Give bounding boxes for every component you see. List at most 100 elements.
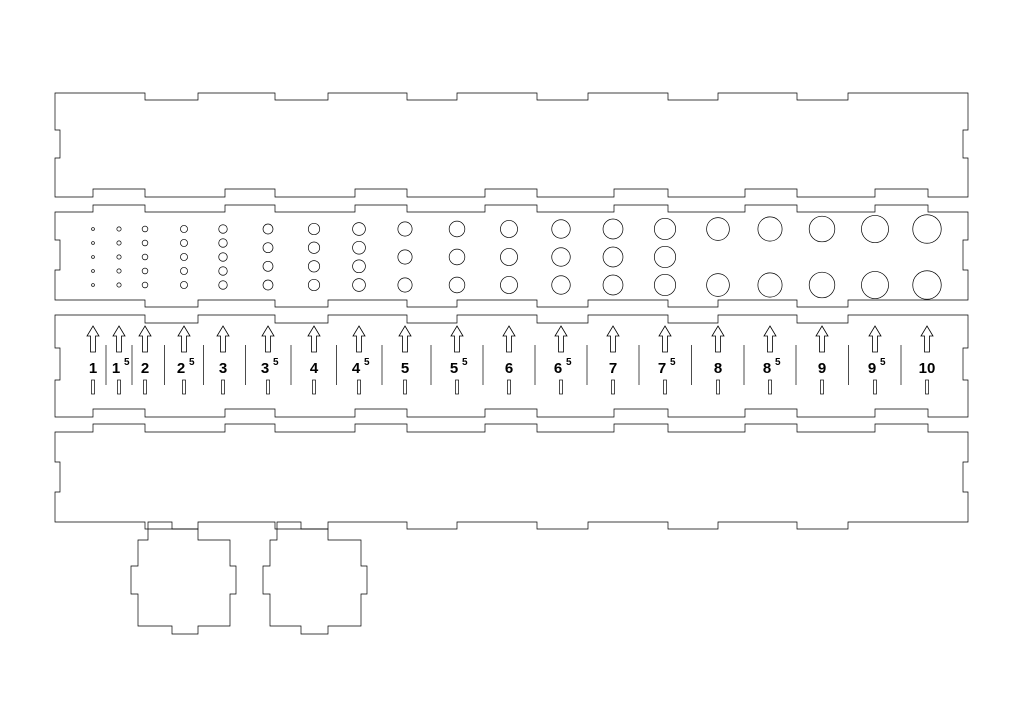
drill-hole [218,252,228,262]
drill-hole [141,253,149,261]
size-label: 4 [352,360,361,377]
drill-hole [500,276,518,294]
drill-hole [808,271,836,299]
drill-hole [706,273,730,297]
drill-hole [180,281,188,289]
holes-panel [54,204,969,308]
size-label: 3 [219,360,227,377]
size-label: 7 [609,360,617,377]
drill-hole [262,279,274,291]
drill-hole [653,217,677,241]
slot [143,379,147,395]
drill-hole [757,216,783,242]
slot [221,379,225,395]
size-arrow [86,325,100,353]
drill-hole [307,278,321,292]
slot [403,379,407,395]
drill-hole [397,221,413,237]
drill-hole [448,276,466,294]
drill-hole [706,217,730,241]
slot [873,379,877,395]
end-piece-left [130,521,237,635]
drill-hole [141,281,149,289]
size-label: 2 [177,360,185,377]
size-label: 3 [261,360,269,377]
drill-hole [116,282,122,288]
drill-hole [91,255,95,259]
drill-hole [91,283,95,287]
drill-hole [116,226,122,232]
size-label: 5 [450,360,458,377]
size-arrow [112,325,126,353]
size-label: 5 [401,360,409,377]
drill-hole [448,220,466,238]
size-arrow [658,325,672,353]
size-label: 8 [714,360,722,377]
drill-hole [307,260,321,273]
drill-hole [218,280,228,290]
size-arrow [398,325,412,353]
size-label-superscript: 5 [880,357,886,368]
drill-hole [757,272,783,298]
drill-hole [397,277,413,293]
drill-hole [602,246,624,268]
size-arrow [450,325,464,353]
drill-hole [352,240,366,255]
size-label-superscript: 5 [364,357,370,368]
size-label: 4 [310,360,319,377]
slot [91,379,95,395]
size-arrow [261,325,275,353]
holes-layer [91,214,942,300]
drill-hole [551,219,571,239]
drill-hole [116,268,122,274]
size-label-superscript: 5 [670,357,676,368]
slot [611,379,615,395]
slot [768,379,772,395]
size-label: 8 [763,360,771,377]
drill-hole [141,225,149,233]
drill-hole [180,267,188,275]
size-label: 1 [112,360,120,377]
slot [182,379,186,395]
slot [455,379,459,395]
drill-hole [653,273,677,297]
size-arrow [307,325,321,353]
size-label-superscript: 5 [775,357,781,368]
side-panel-top [54,92,969,198]
size-arrow [352,325,366,353]
slot [117,379,121,395]
drill-hole [141,267,149,275]
drill-hole [218,238,228,248]
drill-hole [653,245,677,269]
size-label: 6 [554,360,562,377]
drill-hole [551,275,571,295]
drill-hole [116,240,122,246]
drill-hole [262,242,274,254]
drill-hole [307,241,321,254]
drill-hole [352,222,366,236]
drill-hole [180,239,188,247]
drill-hole [180,253,188,261]
slot [716,379,720,395]
drill-hole [912,270,942,300]
size-arrow [763,325,777,353]
size-arrow [868,325,882,353]
size-arrow [138,325,152,353]
size-label: 10 [919,360,936,377]
size-arrow [216,325,230,353]
drill-hole [551,247,571,267]
slot [820,379,824,395]
drill-hole [602,218,624,240]
drill-hole [861,215,889,243]
size-label-superscript: 5 [462,357,468,368]
drill-hole [218,266,228,276]
size-label: 6 [505,360,513,377]
drill-hole [262,223,274,235]
drill-hole [500,248,518,266]
drill-hole [397,249,413,265]
size-arrow [920,325,934,353]
slot [357,379,361,395]
size-arrow [554,325,568,353]
drill-hole [602,274,624,296]
